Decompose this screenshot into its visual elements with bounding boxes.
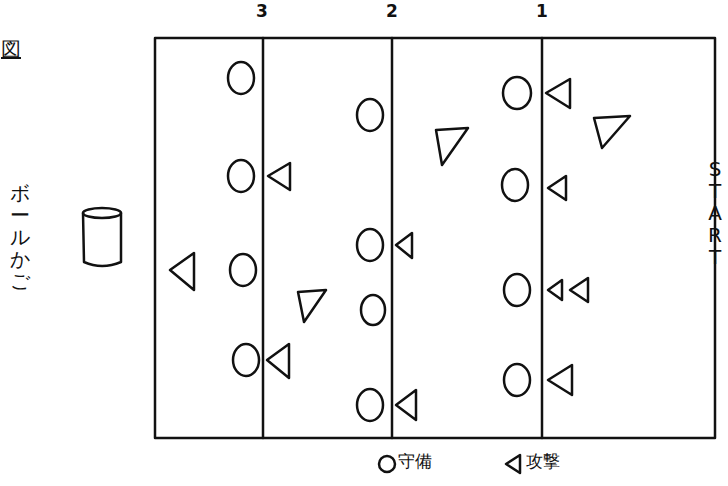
line-number: 3	[256, 2, 268, 21]
legend-text: 攻撃	[526, 452, 560, 471]
line-2	[391, 38, 394, 438]
legend-triangle	[506, 455, 520, 473]
line-1	[541, 38, 544, 438]
field-outline	[155, 38, 715, 438]
legend-text: 守備	[398, 452, 432, 471]
start-label: START	[705, 158, 725, 268]
line-3	[262, 38, 265, 438]
figure-mark: 図	[1, 38, 21, 60]
line-number: 1	[536, 2, 548, 21]
ball-basket	[83, 208, 121, 266]
basket-label: ボールかご	[10, 182, 30, 292]
defender-circles	[228, 62, 531, 421]
legend-circle	[379, 456, 395, 472]
attacker-triangles	[170, 79, 630, 420]
line-number: 2	[386, 2, 398, 21]
